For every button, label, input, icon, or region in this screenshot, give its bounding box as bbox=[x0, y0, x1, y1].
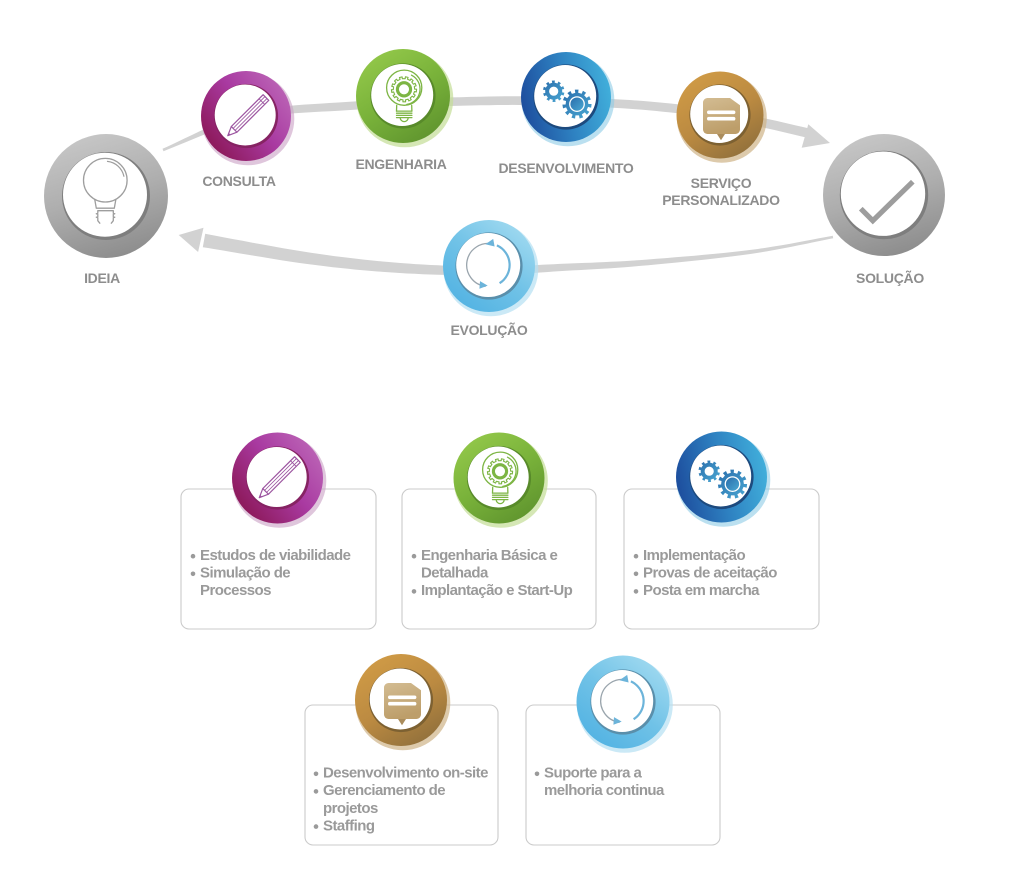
svg-text:melhoria continua: melhoria continua bbox=[544, 782, 665, 799]
svg-text:Posta em marcha: Posta em marcha bbox=[643, 582, 760, 599]
svg-text:EVOLUÇÃO: EVOLUÇÃO bbox=[451, 321, 528, 338]
svg-text:IDEIA: IDEIA bbox=[84, 270, 120, 286]
svg-text:PERSONALIZADO: PERSONALIZADO bbox=[662, 192, 780, 208]
svg-text:Simulação de: Simulação de bbox=[200, 565, 290, 582]
svg-text:ENGENHARIA: ENGENHARIA bbox=[355, 156, 446, 172]
svg-text:Gerenciamento de: Gerenciamento de bbox=[323, 782, 445, 799]
svg-text:projetos: projetos bbox=[323, 800, 378, 817]
svg-text:Implantação e Start-Up: Implantação e Start-Up bbox=[421, 582, 573, 599]
svg-text:Staffing: Staffing bbox=[323, 817, 375, 834]
svg-text:DESENVOLVIMENTO: DESENVOLVIMENTO bbox=[498, 160, 633, 176]
svg-text:CONSULTA: CONSULTA bbox=[202, 173, 275, 189]
svg-text:Implementação: Implementação bbox=[643, 547, 745, 564]
svg-text:Suporte para a: Suporte para a bbox=[544, 765, 643, 782]
svg-text:Estudos de viabilidade: Estudos de viabilidade bbox=[200, 547, 351, 564]
svg-text:SERVIÇO: SERVIÇO bbox=[691, 175, 752, 191]
svg-text:Provas de aceitação: Provas de aceitação bbox=[643, 565, 777, 582]
svg-text:Desenvolvimento on-site: Desenvolvimento on-site bbox=[323, 765, 488, 782]
svg-text:Processos: Processos bbox=[200, 582, 271, 599]
svg-text:Detalhada: Detalhada bbox=[421, 565, 489, 582]
svg-text:SOLUÇÃO: SOLUÇÃO bbox=[856, 269, 924, 286]
svg-text:Engenharia Básica e: Engenharia Básica e bbox=[421, 547, 557, 564]
